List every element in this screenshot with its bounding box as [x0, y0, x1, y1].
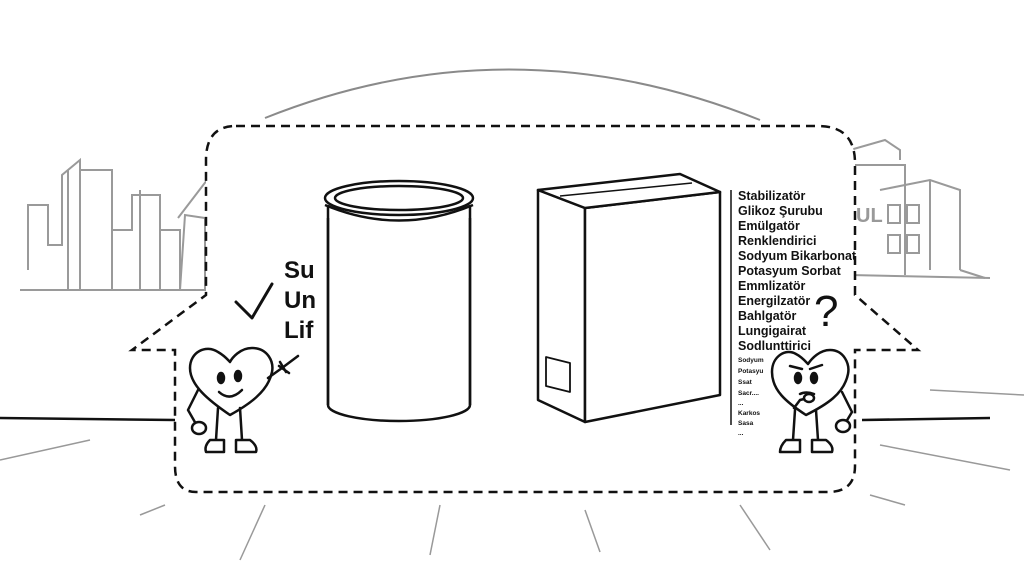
ingredient-small-item: Sasa [738, 420, 754, 427]
ingredient-item: Energilzatör [738, 294, 810, 308]
question-mark-icon: ? [814, 287, 838, 336]
right-building [849, 138, 991, 279]
ingredient-item: Sodyum Bikarbonat [738, 249, 857, 263]
ingredient-small-item: Potasyu [738, 368, 763, 375]
checkmark-icon [234, 282, 274, 320]
horizon-right [861, 416, 991, 422]
ingredient-item: Glikoz Şurubu [738, 204, 823, 218]
ingredient-item: Lungigairat [738, 324, 807, 338]
background-sign: UL [856, 205, 883, 227]
cylinder-can [323, 179, 475, 423]
ground-lines [0, 389, 1024, 561]
label-lif: Lif [284, 317, 314, 344]
ingredient-small-item: Sacr.... [738, 390, 759, 397]
ingredient-item: Emülgatör [738, 219, 800, 233]
left-city-skyline [20, 149, 231, 291]
ingredient-item: Emmlizatör [738, 279, 806, 293]
ingredient-item: Renklendirici [738, 234, 817, 248]
label-su: Su [284, 257, 315, 284]
ingredients-list: Stabilizatör Glikoz Şurubu Emülgatör Ren… [738, 189, 857, 437]
ingredient-item: Potasyum Sorbat [738, 264, 842, 278]
ingredient-item: Sodlunttirici [738, 339, 811, 353]
dashed-speech-bubble [128, 124, 922, 494]
ingredient-small-item: ... [738, 430, 744, 437]
happy-heart-character [186, 346, 300, 454]
ingredient-small-item: Sodyum [738, 357, 764, 364]
background-arc [264, 68, 761, 121]
ingredient-small-item: Karkos [738, 410, 760, 417]
ingredient-item: Stabilizatör [738, 189, 806, 203]
label-un: Un [284, 287, 316, 314]
thinking-heart-character [770, 348, 854, 454]
cereal-box [536, 172, 722, 424]
ingredient-item: Bahlgatör [738, 309, 796, 323]
horizon-left [0, 416, 176, 422]
ingredient-small-item: Ssat [738, 379, 753, 386]
ingredient-small-item: ... [738, 400, 744, 407]
